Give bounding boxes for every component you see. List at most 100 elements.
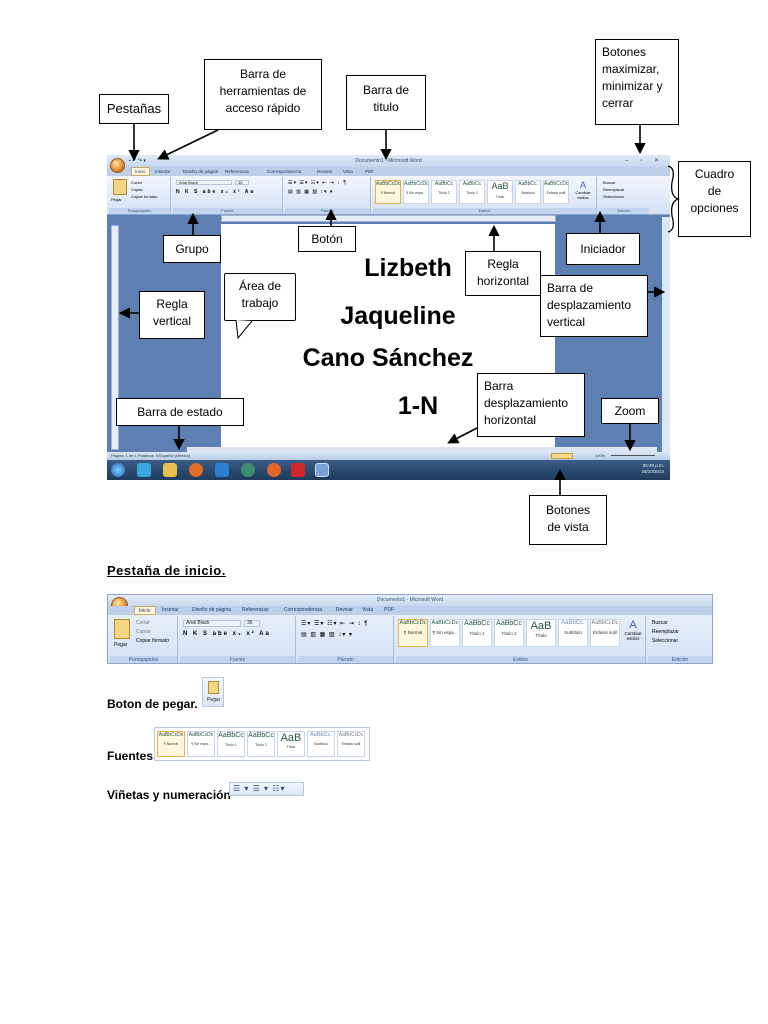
label-vinetas: Viñetas y numeración	[107, 788, 231, 802]
tab-inicio[interactable]: Inicio	[134, 606, 156, 615]
zoom-value[interactable]: 100%	[595, 453, 606, 458]
style-sin-espacio[interactable]: AaBbCcDc¶ Sin espa...	[430, 619, 460, 647]
align-buttons[interactable]: ▤ ▥ ▦ ▧ ↕▾ ▾	[288, 189, 334, 195]
chrome-icon[interactable]	[241, 463, 255, 477]
font-size-select[interactable]: 36	[235, 180, 249, 185]
bullets-numbering-sample[interactable]: ☰ ▾ ☰ ▾ ☷▾	[229, 782, 304, 796]
document-page[interactable]: Lizbeth Jaqueline Cano Sánchez 1-N	[221, 224, 555, 449]
player-icon[interactable]	[215, 463, 229, 477]
tab-inicio[interactable]: Inicio	[131, 167, 150, 176]
copy-button[interactable]: Copiar	[131, 187, 143, 192]
paste-icon[interactable]	[113, 179, 127, 195]
style-normal[interactable]: AaBbCcDc¶ Normal	[157, 731, 185, 757]
group-label: Estilos	[396, 656, 645, 663]
bullets-buttons[interactable]: ☰▾ ☰▾ ☷▾ ⇤ ⇥ ↕ ¶	[288, 180, 347, 186]
format-buttons[interactable]: N K S abe x₂ x² Aa	[176, 189, 256, 195]
format-buttons[interactable]: N K S abe x₂ x² Aa	[183, 631, 271, 637]
tab-diseno[interactable]: Diseño de página	[192, 607, 231, 613]
paste-icon[interactable]	[114, 619, 130, 639]
group-fuente: Arial Black 36 N K S abe x₂ x² Aa Fuente	[180, 616, 296, 663]
tab-diseno[interactable]: Diseño de página	[183, 169, 219, 174]
horizontal-scrollbar[interactable]	[187, 447, 657, 452]
group-edicion: Buscar Reemplazar Seleccionar Edición	[648, 616, 712, 663]
tab-correspondencia[interactable]: Correspondencia	[267, 169, 302, 174]
format-painter-button[interactable]: Copiar formato	[131, 194, 158, 199]
status-text: Página: 1 de 1 Palabras: 5 Español (Méxi…	[111, 453, 191, 458]
font-name-select[interactable]: Arial Black	[183, 620, 241, 627]
ribbon-title: Documento1 - Microsoft Word	[108, 595, 712, 606]
font-name-select[interactable]: Arial Black	[176, 180, 232, 185]
firefox-icon[interactable]	[267, 463, 281, 477]
group-portapapeles: Pegar Cortar Copiar Copiar formato Porta…	[109, 177, 171, 214]
font-size-select[interactable]: 36	[244, 620, 260, 627]
align-buttons[interactable]: ▤ ▥ ▦ ▧ ↕▾ ▾	[301, 632, 354, 638]
tab-revisar[interactable]: Revisar	[336, 607, 353, 613]
format-painter-button[interactable]: Copiar formato	[136, 638, 170, 644]
style-sin-espacio[interactable]: AaBbCcDc¶ Sin espa...	[403, 180, 429, 204]
word-icon[interactable]	[315, 463, 329, 477]
ie-icon[interactable]	[137, 463, 151, 477]
section-title: Pestaña de inicio.	[107, 563, 226, 578]
office-button-icon[interactable]	[110, 158, 125, 173]
tab-revisar[interactable]: Revisar	[317, 169, 333, 174]
tab-referencias[interactable]: Referencias	[242, 607, 269, 613]
tab-insertar[interactable]: Insertar	[155, 169, 171, 174]
tab-vista[interactable]: Vista	[362, 607, 374, 613]
explorer-icon[interactable]	[163, 463, 177, 477]
style-subtitulo[interactable]: AaBbCc.Subtítulo	[558, 619, 588, 647]
tab-pdf[interactable]: PDF	[365, 169, 374, 174]
replace-button[interactable]: Reemplazar	[603, 187, 625, 192]
tab-pdf[interactable]: PDF	[384, 607, 394, 613]
cut-button[interactable]: Cortar	[131, 180, 143, 185]
styles-gallery-sample[interactable]: AaBbCcDc¶ Normal AaBbCcDc¶ Sin espa... A…	[154, 727, 370, 761]
ribbon-tabs: Inicio Insertar Diseño de página Referen…	[108, 606, 712, 615]
callout-grupo: Grupo	[163, 235, 221, 263]
find-button[interactable]: Buscar	[652, 620, 668, 626]
vertical-scrollbar[interactable]	[662, 217, 670, 457]
quick-access-toolbar[interactable]: ▪ ↶ ↷ ▾	[129, 158, 146, 164]
group-label: Portapapeles	[110, 656, 177, 663]
tab-insertar[interactable]: Insertar	[162, 607, 179, 613]
style-sin-espacio[interactable]: AaBbCcDc¶ Sin espa...	[187, 731, 215, 757]
bullets-buttons[interactable]: ☰▾ ☰▾ ☷▾ ⇤ ⇥ ↕ ¶	[301, 621, 369, 627]
group-label: Párrafo	[285, 208, 370, 214]
horizontal-ruler[interactable]	[221, 215, 556, 222]
view-buttons[interactable]	[551, 453, 573, 459]
tab-correspondencia[interactable]: Correspondencia	[284, 607, 323, 613]
media-icon[interactable]	[189, 463, 203, 477]
vertical-ruler[interactable]	[111, 225, 119, 450]
style-normal[interactable]: AaBbCcDc¶ Normal	[398, 619, 428, 647]
copy-button[interactable]: Copiar	[136, 629, 151, 635]
style-normal[interactable]: AaBbCcDc¶ Normal	[375, 180, 401, 204]
select-button[interactable]: Seleccionar	[652, 638, 679, 644]
cut-button[interactable]: Cortar	[136, 620, 150, 626]
zoom-slider[interactable]	[611, 455, 655, 456]
replace-button[interactable]: Reemplazar	[652, 629, 679, 635]
style-subtitulo[interactable]: AaBbCc.Subtítulo	[515, 180, 541, 204]
acrobat-icon[interactable]	[291, 463, 305, 477]
start-icon[interactable]	[111, 463, 125, 477]
style-subtitulo[interactable]: AaBbCc.Subtítulo	[307, 731, 335, 757]
window-controls[interactable]: – ▫ ✕	[625, 158, 664, 164]
find-button[interactable]: Buscar	[603, 180, 616, 185]
tab-vista[interactable]: Vista	[343, 169, 353, 174]
paste-button-sample[interactable]: Pegar	[202, 677, 224, 707]
tab-referencias[interactable]: Referencias	[225, 169, 250, 174]
select-button[interactable]: Seleccionar	[603, 194, 624, 199]
